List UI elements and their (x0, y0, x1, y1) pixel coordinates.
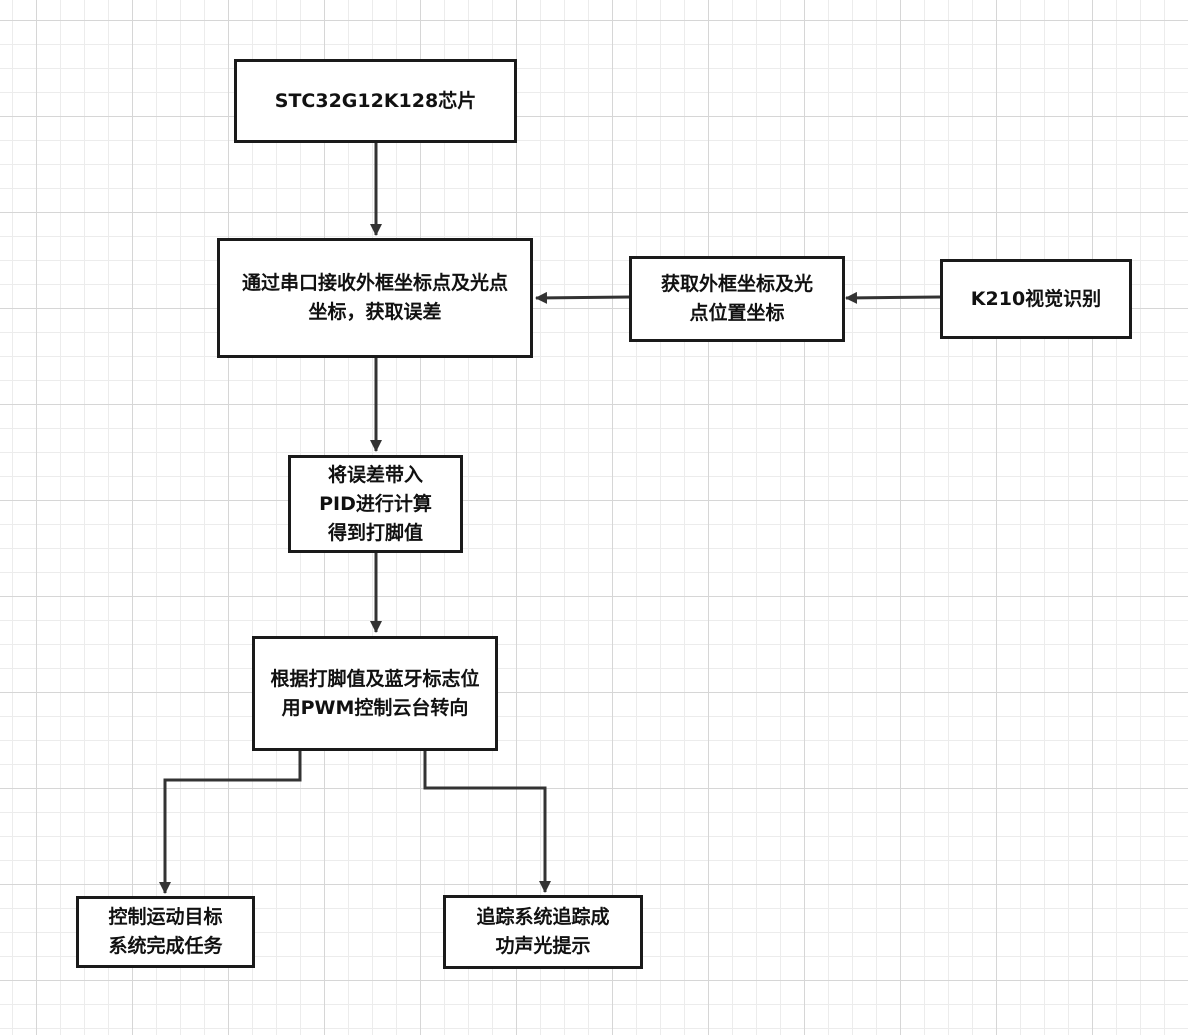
node-acquire-coordinates[interactable]: 获取外框坐标及光点位置坐标 (629, 256, 845, 342)
node-chip[interactable]: STC32G12K128芯片 (234, 59, 517, 143)
node-k210-vision[interactable]: K210视觉识别 (940, 259, 1132, 339)
arrow-k210-to-acquire (845, 291, 941, 304)
node-acquire-coordinates-label: 获取外框坐标及光点位置坐标 (660, 273, 813, 324)
node-target-system[interactable]: 控制运动目标系统完成任务 (76, 896, 255, 968)
node-chip-label: STC32G12K128芯片 (274, 89, 477, 112)
node-pwm-control[interactable]: 根据打脚值及蓝牙标志位用PWM控制云台转向 (252, 636, 498, 751)
node-receive-coordinates-label: 通过串口接收外框坐标点及光点坐标，获取误差 (241, 272, 508, 323)
node-target-system-label: 控制运动目标系统完成任务 (108, 906, 223, 957)
node-pid-calculation[interactable]: 将误差带入PID进行计算得到打脚值 (288, 455, 463, 553)
node-tracking-system-label: 追踪系统追踪成功声光提示 (476, 906, 610, 957)
arrow-control-to-target (159, 750, 302, 894)
node-k210-vision-label: K210视觉识别 (970, 287, 1102, 310)
arrow-control-to-tracking (423, 750, 551, 893)
arrow-acquire-to-receive (535, 291, 631, 304)
node-receive-coordinates[interactable]: 通过串口接收外框坐标点及光点坐标，获取误差 (217, 238, 533, 358)
node-pid-calculation-label: 将误差带入PID进行计算得到打脚值 (319, 463, 432, 544)
node-tracking-system[interactable]: 追踪系统追踪成功声光提示 (443, 895, 643, 969)
node-pwm-control-label: 根据打脚值及蓝牙标志位用PWM控制云台转向 (270, 667, 480, 719)
